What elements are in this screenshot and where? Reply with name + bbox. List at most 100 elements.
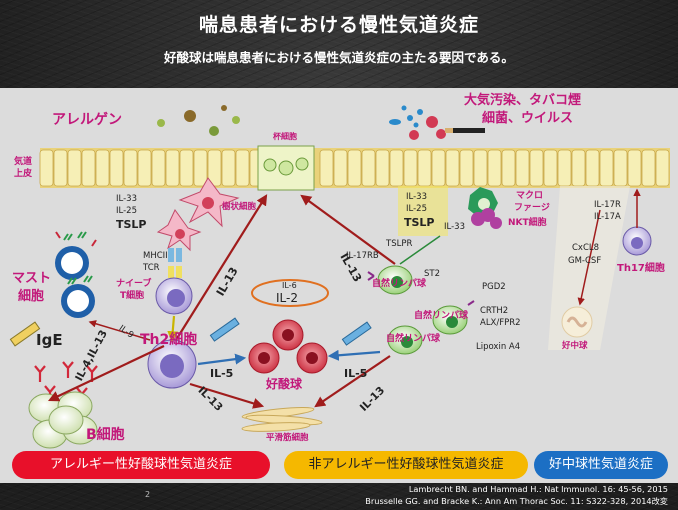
th2-cell-label: Th2細胞 xyxy=(140,332,198,348)
il25-mid-label: IL-25 xyxy=(406,204,427,214)
epithelial-cell xyxy=(179,149,194,187)
il33-nkt-label: IL-33 xyxy=(444,222,465,232)
epithelial-cell xyxy=(543,149,558,187)
il5-left-label: IL-5 xyxy=(210,367,234,380)
il17r-label: IL-17R xyxy=(594,200,621,210)
neutrophilic-zone xyxy=(548,186,630,350)
alx-label: ALX/FPR2 xyxy=(480,318,521,328)
epithelial-cell xyxy=(599,149,614,187)
epithelial-cell xyxy=(431,149,446,187)
epithelial-cell xyxy=(417,149,432,187)
tcr-label: TCR xyxy=(143,263,160,273)
epithelial-cell xyxy=(67,149,82,187)
tslp-mid-label: TSLP xyxy=(404,216,435,229)
nkt-cell-label: NKT細胞 xyxy=(508,218,547,228)
il33-mid-label: IL-33 xyxy=(406,192,427,202)
neutrophilic-category-pill: 好中球性気道炎症 xyxy=(534,451,668,479)
crth2-label: CRTH2 xyxy=(480,306,509,316)
reference-2: Brusselle GG. and Bracke K.: Ann Am Thor… xyxy=(365,496,668,506)
ilc-label-2: 自然リンパ球 xyxy=(414,311,469,321)
cxcl8-label: CxCL8 xyxy=(572,243,600,253)
dendritic-cell-label: 樹状細胞 xyxy=(222,202,257,212)
epithelial-cell xyxy=(473,149,488,187)
lipoxin-label: Lipoxin A4 xyxy=(476,342,521,352)
il6-label: IL-6 xyxy=(282,281,297,290)
epithelial-cell xyxy=(585,149,600,187)
naive-t-label-1: ナイーブ xyxy=(116,279,152,289)
b-cells xyxy=(28,391,98,449)
ilc-source-zone xyxy=(398,186,448,236)
epithelial-cell xyxy=(641,149,656,187)
page-number: 2 xyxy=(145,490,151,499)
il5-right-label: IL-5 xyxy=(344,367,368,380)
tslp-left-label: TSLP xyxy=(116,218,147,231)
naive-t-cell xyxy=(155,277,193,315)
airway-epithelium xyxy=(39,148,670,188)
tslpr-label: TSLPR xyxy=(386,239,413,249)
b-cell-label: B細胞 xyxy=(86,427,125,443)
epithelial-cell xyxy=(459,149,474,187)
gmcsf-label: GM-CSF xyxy=(568,256,602,266)
epithelial-cell xyxy=(109,149,124,187)
il17a-label: IL-17A xyxy=(594,212,621,222)
epithelial-cell xyxy=(95,149,110,187)
epithelial-cell xyxy=(361,149,376,187)
epithelial-cell xyxy=(165,149,180,187)
smooth-muscle-label: 平滑筋細胞 xyxy=(266,433,309,443)
epithelial-cell xyxy=(39,149,54,187)
slide-subtitle: 好酸球は喘息患者における慢性気道炎症の主たる要因である。 xyxy=(164,50,514,65)
eosinophils xyxy=(248,319,328,374)
pollution-particles xyxy=(389,105,485,140)
epithelial-cell xyxy=(319,149,334,187)
goblet-cell-label: 杯細胞 xyxy=(273,132,297,141)
epithelial-cell xyxy=(501,149,516,187)
antibody-syringe-left xyxy=(9,321,41,347)
slide-title: 喘息患者における慢性気道炎症 xyxy=(198,14,479,36)
epithelial-cell xyxy=(529,149,544,187)
mhc-tcr-complex xyxy=(168,248,182,278)
ilc-label-3: 自然リンパ球 xyxy=(386,334,441,344)
macrophage-nkt xyxy=(468,187,502,229)
mast-cells xyxy=(55,231,97,318)
epithelial-cell xyxy=(123,149,138,187)
epithelial-cell xyxy=(515,149,530,187)
il2-il6-loop xyxy=(251,279,329,307)
th2-cell xyxy=(147,339,197,389)
il2-label: IL-2 xyxy=(276,291,298,305)
macrophage-label-1: マクロ xyxy=(516,191,544,201)
il25-left-label: IL-25 xyxy=(116,206,137,216)
th17-cell xyxy=(622,226,652,256)
non-allergic-category-pill: 非アレルギー性好酸球性気道炎症 xyxy=(284,451,528,479)
epithelial-cell xyxy=(403,149,418,187)
allergen-label: アレルゲン xyxy=(52,112,122,128)
macrophage-label-2: ファージ xyxy=(514,203,550,213)
epithelial-cell xyxy=(235,149,250,187)
pgd2-label: PGD2 xyxy=(482,282,506,292)
goblet-cells xyxy=(257,145,315,191)
il17rb-label: IL-17RB xyxy=(346,251,379,261)
ilc-label-1: 自然リンパ球 xyxy=(372,279,427,289)
eosinophil-label: 好酸球 xyxy=(266,377,303,391)
antibody-syringe-mid xyxy=(209,317,372,346)
epithelial-cell xyxy=(655,149,670,187)
naive-t-label-2: T細胞 xyxy=(120,291,145,301)
epithelial-cell xyxy=(137,149,152,187)
ige-label: IgE xyxy=(36,331,63,349)
airway-label-1: 気道 xyxy=(14,157,33,167)
il33-left-label: IL-33 xyxy=(116,194,137,204)
epithelial-cell xyxy=(347,149,362,187)
st2-label: ST2 xyxy=(424,269,440,279)
epithelial-cell xyxy=(613,149,628,187)
reference-1: Lambrecht BN. and Hammad H.: Nat Immunol… xyxy=(408,484,668,494)
epithelial-cell xyxy=(151,149,166,187)
epithelial-cell xyxy=(193,149,208,187)
dendritic-cell xyxy=(156,177,240,252)
epithelial-cell xyxy=(221,149,236,187)
epithelial-cell xyxy=(81,149,96,187)
mhcii-label: MHCII xyxy=(143,251,168,261)
smooth-muscle-cells xyxy=(241,407,323,432)
epithelial-cell xyxy=(627,149,642,187)
pollution-label-2: 細菌、ウイルス xyxy=(482,111,574,126)
allergic-category-pill: アレルギー性好酸球性気道炎症 xyxy=(12,451,270,479)
